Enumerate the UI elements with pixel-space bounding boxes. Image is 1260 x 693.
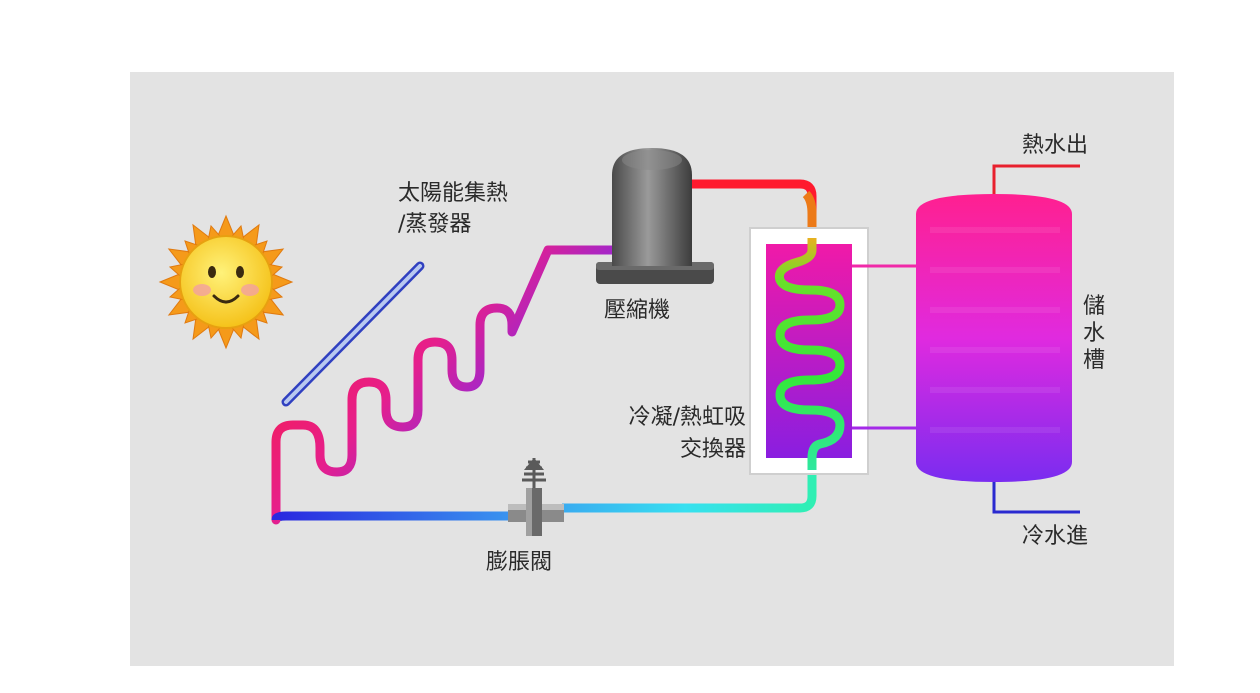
collector-label-line2: /蒸發器 — [398, 212, 472, 237]
expansion-valve-label: 膨脹閥 — [486, 550, 553, 575]
hot-water-out-label: 熱水出 — [1022, 133, 1089, 158]
expansion-valve-icon — [508, 458, 564, 536]
tank-label: 儲水槽 — [1082, 294, 1105, 373]
heat-exchanger — [749, 227, 869, 475]
cold-water-in-label: 冷水進 — [1022, 524, 1089, 549]
cold-return-pipe — [271, 450, 817, 522]
solar-collector-plate — [281, 261, 425, 407]
collector-label-line1: 太陽能集熱 — [398, 181, 509, 206]
hot-water-out-pipe — [992, 164, 1080, 194]
compressor-label: 壓縮機 — [604, 298, 671, 323]
exchanger-label-line2: 交換器 — [679, 437, 746, 462]
exchanger-label-line1: 冷凝/熱虹吸 — [628, 405, 746, 430]
collector-serpentine-pipe — [271, 245, 625, 525]
cold-water-in-pipe — [992, 482, 1080, 514]
compressor-icon — [596, 148, 714, 284]
exchanger-coil — [774, 238, 845, 470]
water-tank — [916, 194, 1072, 482]
sun-icon — [158, 214, 294, 350]
